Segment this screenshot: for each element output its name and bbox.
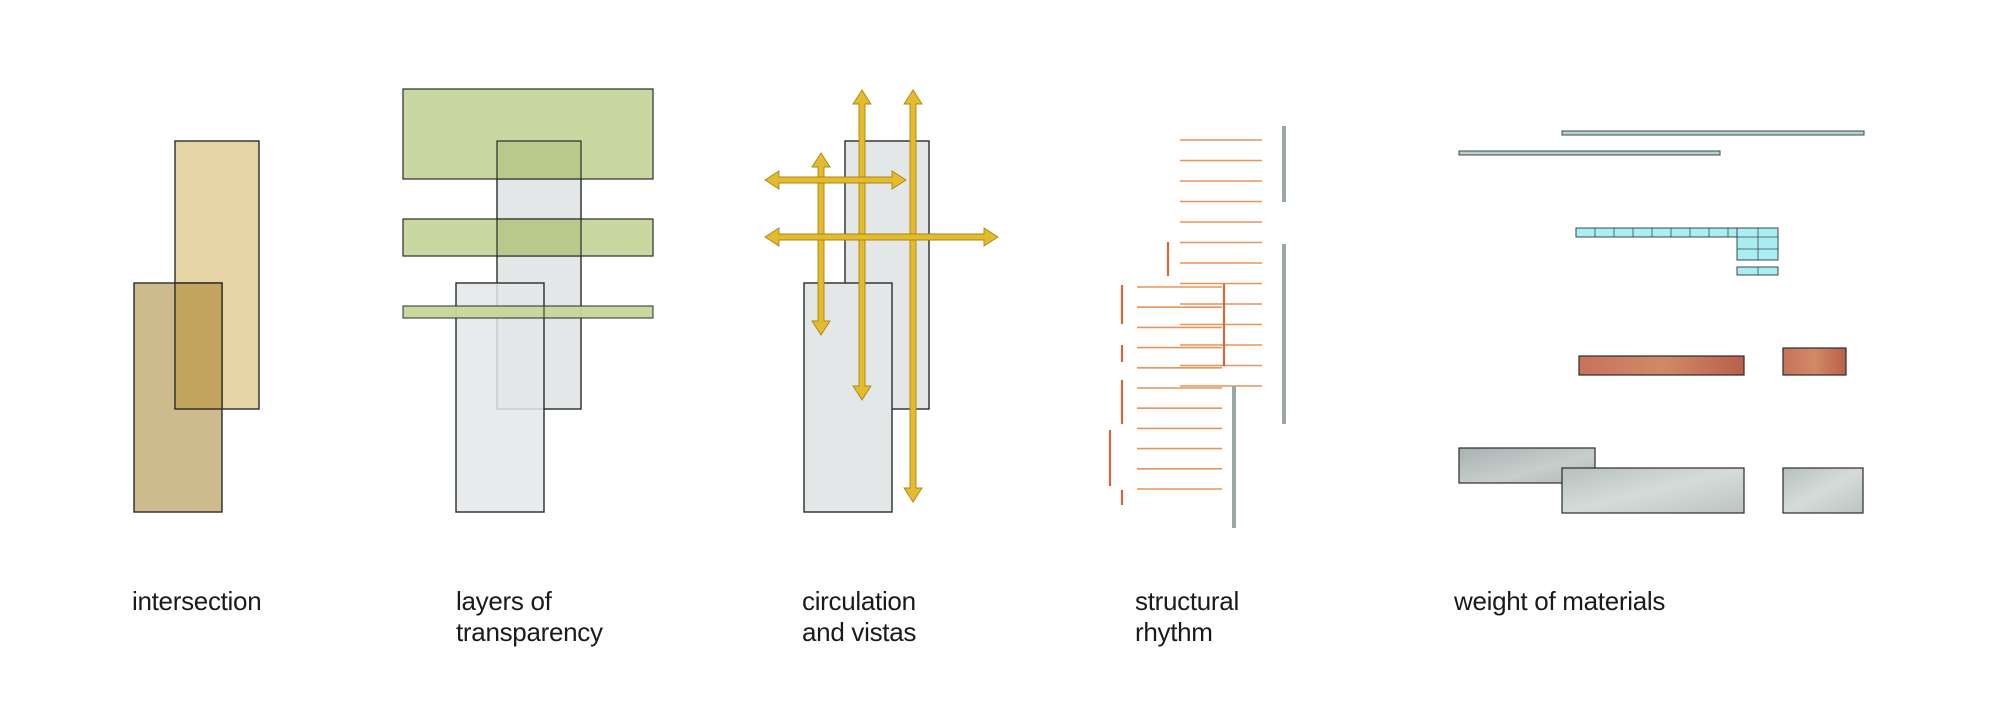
overlap-zone	[174, 282, 223, 410]
panel-materials	[1458, 130, 1865, 514]
caption-line: weight of materials	[1454, 586, 1666, 616]
thin-plate-lower	[1458, 150, 1721, 156]
steel-column-bottom	[1232, 386, 1236, 528]
caption-line: circulation	[802, 586, 916, 616]
panel-intersection	[133, 140, 260, 513]
panel-rhythm	[1108, 126, 1286, 528]
thin-plate-upper	[1561, 130, 1865, 136]
caption-line: structural	[1135, 586, 1239, 616]
glass-rect-front	[455, 282, 545, 513]
overlap-tint-top	[496, 140, 582, 180]
steel-column-top	[1282, 126, 1286, 202]
horizontal-arrow-lower	[764, 227, 999, 247]
caption-line: rhythm	[1135, 617, 1213, 647]
rhythm-lines	[1108, 139, 1262, 505]
green-band-thin	[402, 305, 654, 319]
caption-rhythm: structural rhythm	[1135, 586, 1239, 648]
wood-block	[1782, 347, 1847, 376]
wood-beam	[1578, 355, 1745, 376]
stone-block	[1782, 467, 1864, 514]
horizontal-arrow-upper	[764, 170, 907, 190]
vertical-arrow-right	[903, 89, 923, 503]
overlap-tint-middle	[496, 218, 582, 257]
circulation-arrows	[764, 89, 999, 503]
caption-line: intersection	[132, 586, 262, 616]
panel-circulation	[764, 89, 999, 513]
glass-blocks	[1575, 227, 1779, 276]
steel-column-middle	[1282, 244, 1286, 424]
caption-line: and vistas	[802, 617, 917, 647]
caption-circulation: circulation and vistas	[802, 586, 916, 648]
caption-line: transparency	[456, 617, 603, 647]
caption-intersection: intersection	[132, 586, 262, 617]
glass-block-cluster	[1736, 227, 1779, 261]
caption-line: layers of	[456, 586, 552, 616]
vertical-arrow-left	[811, 152, 831, 336]
glass-block-small	[1736, 266, 1779, 276]
caption-transparency: layers of transparency	[456, 586, 603, 648]
space-rect-front	[803, 282, 893, 513]
vertical-arrow-center	[852, 89, 872, 401]
panel-transparency	[402, 88, 654, 513]
caption-materials: weight of materials	[1454, 586, 1665, 617]
stone-slab-lower	[1561, 467, 1745, 514]
